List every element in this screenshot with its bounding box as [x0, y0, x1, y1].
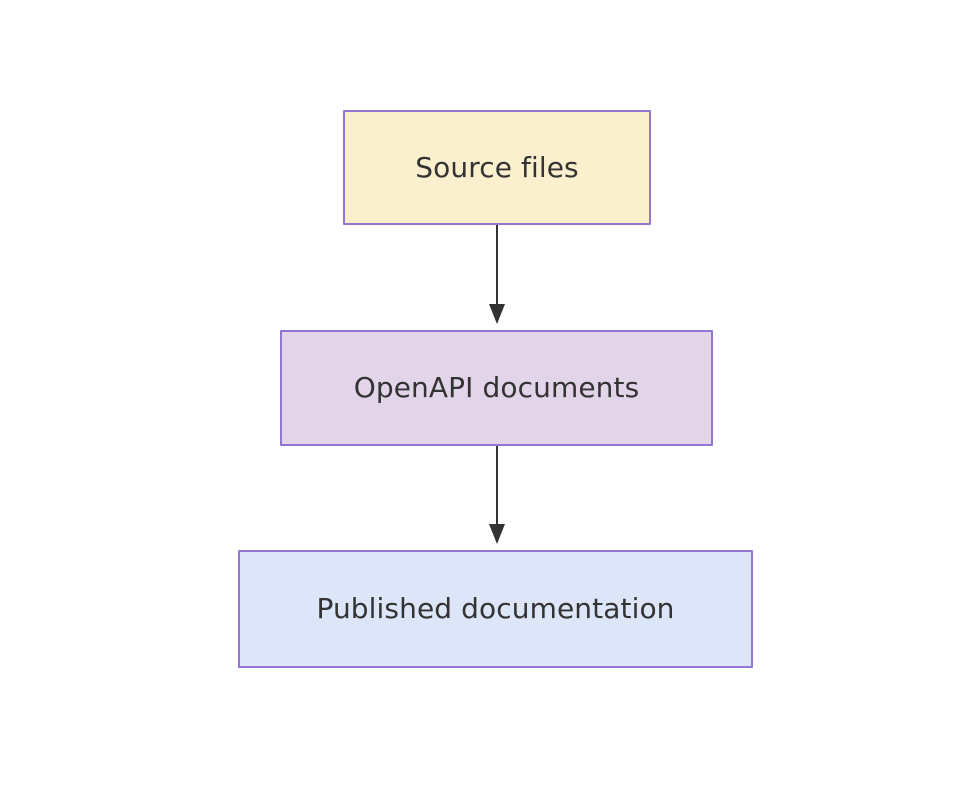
node-openapi-documents[interactable]: OpenAPI documents — [280, 330, 713, 446]
node-published-documentation-label: Published documentation — [316, 592, 675, 625]
node-source-files-label: Source files — [415, 150, 579, 184]
node-openapi-documents-label: OpenAPI documents — [353, 371, 640, 404]
node-published-documentation[interactable]: Published documentation — [238, 550, 753, 668]
node-source-files[interactable]: Source files — [343, 110, 651, 225]
